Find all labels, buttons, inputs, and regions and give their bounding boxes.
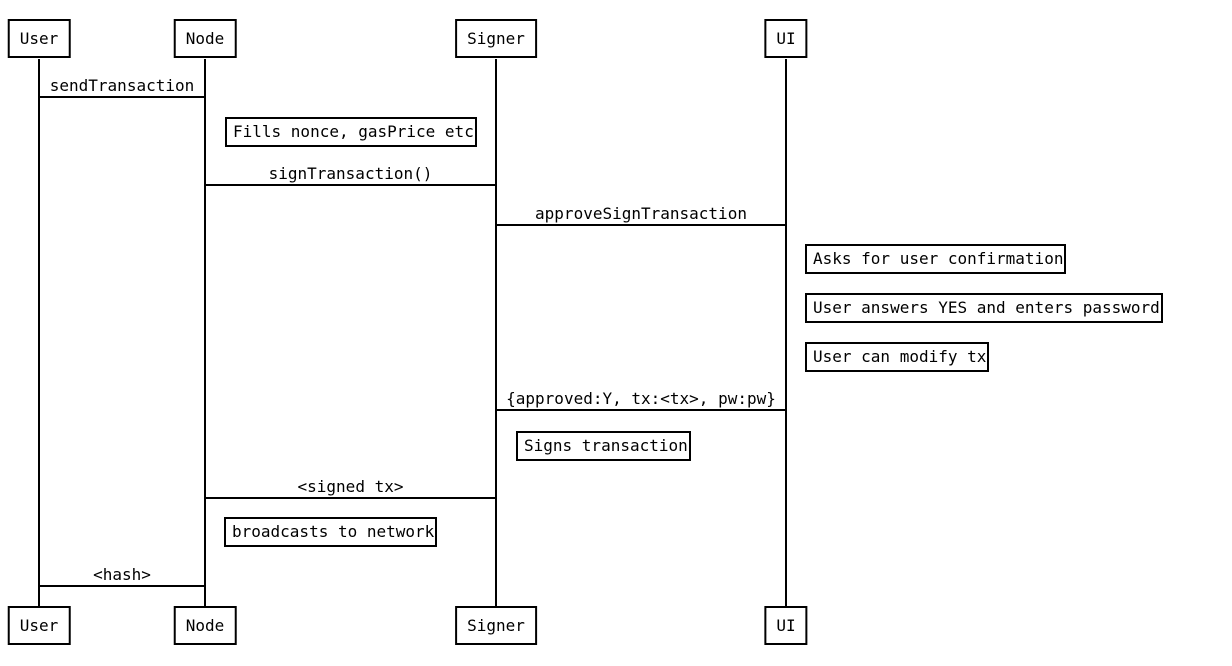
lifeline-ui	[785, 59, 787, 606]
actor-user-bottom: User	[7, 606, 71, 645]
message-label-approved-reply: {approved:Y, tx:<tx>, pw:pw}	[506, 389, 776, 408]
note-user-can-modify-tx: User can modify tx	[805, 342, 990, 372]
message-line-signed-tx	[204, 497, 497, 499]
actor-signer-top: Signer	[455, 19, 537, 58]
message-line-sign-transaction	[204, 184, 497, 186]
actor-signer-bottom: Signer	[455, 606, 537, 645]
actor-node-bottom: Node	[173, 606, 237, 645]
note-broadcasts-network: broadcasts to network	[224, 517, 438, 547]
lifeline-signer	[495, 59, 497, 606]
note-user-answers-yes: User answers YES and enters password	[805, 293, 1163, 323]
note-asks-confirmation: Asks for user confirmation	[805, 244, 1067, 274]
note-fills-nonce: Fills nonce, gasPrice etc	[225, 117, 477, 147]
message-line-hash	[38, 585, 206, 587]
lifeline-user	[38, 59, 40, 606]
message-line-send-transaction	[38, 96, 206, 98]
note-signs-transaction: Signs transaction	[516, 431, 691, 461]
message-label-approve-sign-transaction: approveSignTransaction	[535, 204, 747, 223]
message-label-signed-tx: <signed tx>	[297, 477, 404, 496]
message-label-hash: <hash>	[93, 565, 151, 584]
message-label-sign-transaction: signTransaction()	[268, 164, 433, 183]
actor-node-top: Node	[173, 19, 237, 58]
lifeline-node	[204, 59, 206, 606]
message-line-approved-reply	[495, 409, 787, 411]
actor-user-top: User	[7, 19, 71, 58]
message-line-approve-sign-transaction	[495, 224, 787, 226]
actor-ui-top: UI	[764, 19, 808, 58]
message-label-send-transaction: sendTransaction	[49, 76, 195, 95]
actor-ui-bottom: UI	[764, 606, 808, 645]
